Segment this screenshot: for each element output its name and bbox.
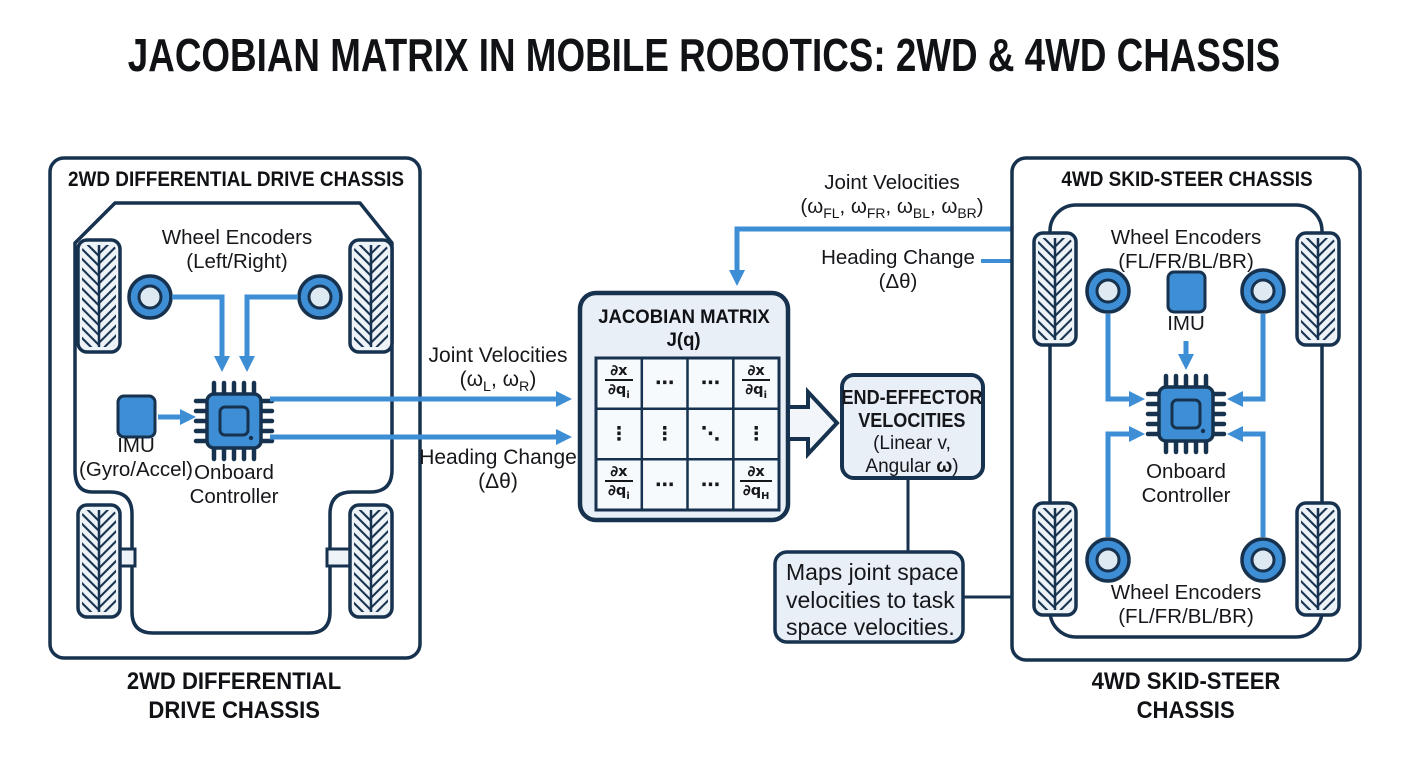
left-panel-header: 2WD DIFFERENTIAL DRIVE CHASSIS bbox=[67, 167, 405, 191]
joint-velocities-4wd-label: Joint Velocities (ωFL, ωFR, ωBL, ωBR) bbox=[800, 171, 984, 222]
matrix-cell-dxdqi: ∂x∂qi bbox=[605, 464, 633, 505]
left-chassis-outline bbox=[73, 201, 394, 635]
matrix-cell-vdots: ⋮ bbox=[655, 422, 675, 445]
wheel-encoder-icon bbox=[1085, 268, 1131, 314]
wheel-icon bbox=[1295, 231, 1341, 347]
heading-change-4wd-label: Heading Change (Δθ) bbox=[821, 246, 975, 293]
page-title: JACOBIAN MATRIX IN MOBILE ROBOTICS: 2WD … bbox=[127, 29, 1281, 81]
wheel-encoder-icon bbox=[1085, 537, 1131, 583]
heading-change-2wd-label: Heading Change (Δθ) bbox=[419, 446, 577, 493]
matrix-cell-dxdqi: ∂x∂qi bbox=[605, 363, 633, 404]
left-imu-label: IMU (Gyro/Accel) bbox=[79, 434, 193, 481]
joint-velocities-2wd-label: Joint Velocities (ωL, ωR) bbox=[428, 344, 568, 396]
wheel-encoder-icon bbox=[127, 274, 173, 320]
right-wheel-encoders-bottom-label: Wheel Encoders (FL/FR/BL/BR) bbox=[1110, 581, 1262, 628]
jacobian-note: Maps joint space velocities to task spac… bbox=[786, 559, 959, 640]
wheel-encoder-icon bbox=[297, 274, 343, 320]
matrix-cell-ddots: ⋱ bbox=[700, 422, 720, 445]
matrix-cell-cdots: ⋯ bbox=[700, 372, 720, 395]
left-encoder-to-controller-arrow bbox=[172, 294, 230, 372]
matrix-cell-cdots: ⋯ bbox=[700, 473, 720, 496]
imu-icon bbox=[116, 394, 157, 439]
right-encoder-to-controller-arrow bbox=[239, 294, 298, 372]
end-effector-box bbox=[840, 373, 985, 480]
left-controller-label: Onboard Controller bbox=[189, 461, 279, 508]
wheel-encoder-icon bbox=[1240, 537, 1286, 583]
right-wheel-encoders-top-label: Wheel Encoders (FL/FR/BL/BR) bbox=[1110, 226, 1262, 273]
wheel-icon bbox=[1032, 231, 1078, 347]
jacobian-matrix-title: JACOBIAN MATRIX J(q) bbox=[598, 306, 770, 351]
matrix-cell-dxdqi: ∂x∂qi bbox=[742, 363, 770, 404]
right-controller-label: Onboard Controller bbox=[1141, 460, 1231, 507]
wheel-icon bbox=[348, 503, 394, 619]
axle-stub-right bbox=[325, 547, 352, 568]
matrix-grid-lines bbox=[596, 358, 779, 510]
wheel-icon bbox=[76, 503, 122, 619]
fl-encoder-to-controller-arrow bbox=[1105, 314, 1145, 407]
right-chassis-outline bbox=[1048, 203, 1324, 639]
left-panel-caption: 2WD DIFFERENTIAL DRIVE CHASSIS bbox=[126, 668, 342, 724]
left-wheel-encoders-label: Wheel Encoders (Left/Right) bbox=[161, 226, 313, 273]
matrix-cell-cdots: ⋯ bbox=[655, 372, 675, 395]
matrix-cell-vdots: ⋮ bbox=[609, 422, 629, 445]
fr-encoder-to-controller-arrow bbox=[1227, 314, 1266, 407]
imu-icon bbox=[1166, 270, 1207, 314]
right-imu-label: IMU bbox=[1167, 312, 1205, 335]
end-effector-label: END-EFFECTOR VELOCITIES (Linear v, Angul… bbox=[841, 386, 983, 477]
matrix-cell-dxdqh: ∂x∂qH bbox=[739, 464, 773, 505]
wheel-encoder-icon bbox=[1240, 268, 1286, 314]
note-box bbox=[773, 550, 965, 644]
wheel-icon bbox=[1295, 501, 1341, 617]
jacobian-matrix-values: ∂x∂qi ⋯ ⋯ ∂x∂qi ⋮ ⋮ ⋱ ⋮ ∂x∂qi ⋯ ⋯ ∂x∂qH bbox=[596, 358, 779, 510]
bl-encoder-to-controller-arrow bbox=[1105, 426, 1145, 537]
wheel-icon bbox=[1032, 501, 1078, 617]
matrix-cell-vdots: ⋮ bbox=[746, 422, 766, 445]
br-encoder-to-controller-arrow bbox=[1227, 426, 1266, 537]
right-panel-header: 4WD SKID-STEER CHASSIS bbox=[1061, 167, 1313, 191]
matrix-cell-cdots: ⋯ bbox=[655, 473, 675, 496]
joint-velocities-connector-4wd bbox=[729, 226, 1012, 286]
wheel-icon bbox=[348, 238, 394, 354]
block-arrow-icon bbox=[786, 386, 840, 460]
right-panel-caption: 4WD SKID-STEER CHASSIS bbox=[1091, 668, 1281, 724]
wheel-icon bbox=[76, 238, 122, 354]
